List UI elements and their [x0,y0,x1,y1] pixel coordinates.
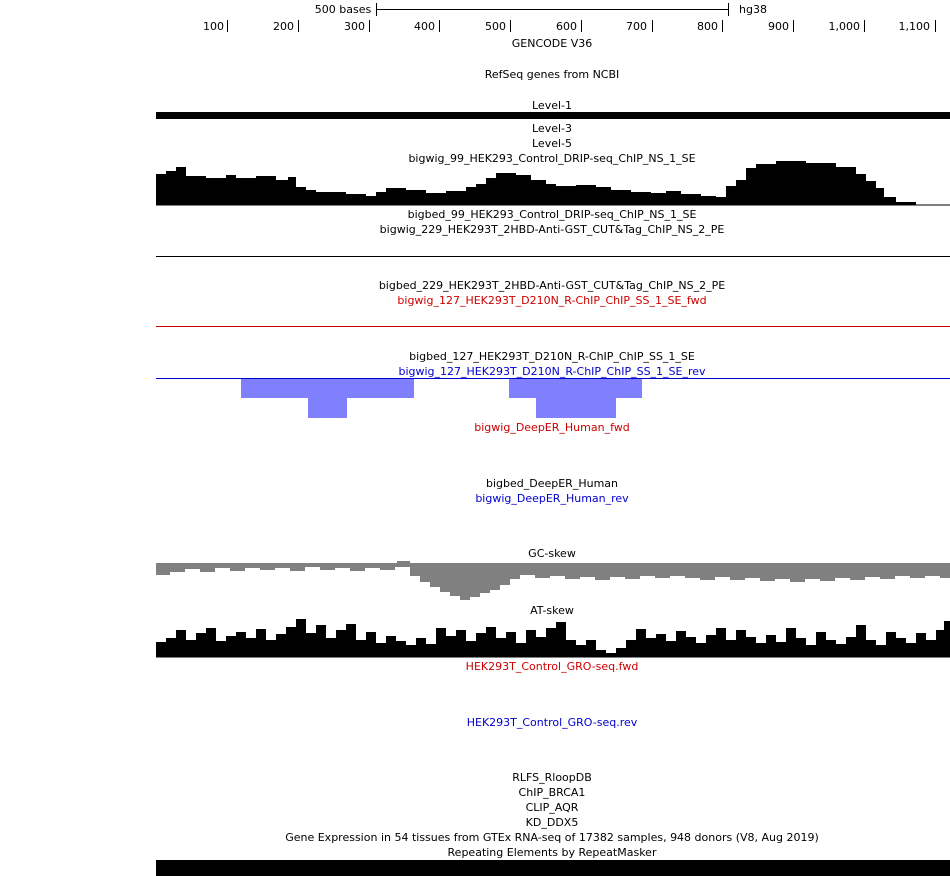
bigwig-127-rev-signal[interactable] [241,379,642,418]
track-label-at-skew[interactable]: AT-skew [530,604,574,617]
scale-bar-right-cap [728,3,729,16]
track-label-repeatmasker[interactable]: Repeating Elements by RepeatMasker [447,846,657,859]
assembly-label: hg38 [739,3,767,16]
ruler-tick-label: 500 [485,20,506,33]
ruler-tick-label: 900 [768,20,789,33]
bigwig-127-fwd-baseline [156,326,950,327]
ruler-tick-label: 1,100 [898,20,931,33]
ruler-tick-label: 100 [203,20,224,33]
ruler-tick-label: 200 [273,20,294,33]
ruler-tick [581,20,582,32]
ruler-tick-label: 300 [344,20,365,33]
ruler-tick-label: 1,000 [828,20,861,33]
track-label-deeper-bed[interactable]: bigbed_DeepER_Human [485,477,619,490]
ruler-tick [439,20,440,32]
track-label-bigwig-229[interactable]: bigwig_229_HEK293T_2HBD-Anti-GST_CUT&Tag… [379,223,725,236]
track-label-level1[interactable]: Level-1 [531,99,573,112]
track-label-chip-brca1[interactable]: ChIP_BRCA1 [518,786,586,799]
track-label-bigbed-99[interactable]: bigbed_99_HEK293_Control_DRIP-seq_ChIP_N… [407,208,697,221]
track-label-deeper-rev[interactable]: bigwig_DeepER_Human_rev [475,492,629,505]
track-label-bigwig-99[interactable]: bigwig_99_HEK293_Control_DRIP-seq_ChIP_N… [408,152,696,165]
ruler-tick [227,20,228,32]
track-label-bigwig-127-fwd[interactable]: bigwig_127_HEK293T_D210N_R-ChIP_ChIP_SS_… [397,294,707,307]
ruler-tick [369,20,370,32]
level1-feature-bar[interactable] [156,112,950,119]
ruler-tick [298,20,299,32]
scale-bar-label: 500 bases [314,3,372,16]
track-label-gencode[interactable]: GENCODE V36 [511,37,593,50]
track-label-bigwig-127-rev[interactable]: bigwig_127_HEK293T_D210N_R-ChIP_ChIP_SS_… [398,365,706,378]
track-label-deeper-fwd[interactable]: bigwig_DeepER_Human_fwd [474,421,630,434]
bigwig-99-signal[interactable] [156,161,916,205]
track-label-gro-fwd[interactable]: HEK293T_Control_GRO-seq.fwd [465,660,639,673]
track-label-level3[interactable]: Level-3 [531,122,573,135]
ruler-tick [722,20,723,32]
track-label-gc-skew[interactable]: GC-skew [528,547,576,560]
ruler-tick-label: 600 [556,20,577,33]
gc-skew-signal[interactable] [156,563,950,600]
repeatmasker-feature-bar[interactable] [156,860,950,876]
track-label-refseq[interactable]: RefSeq genes from NCBI [484,68,620,81]
track-label-gro-rev[interactable]: HEK293T_Control_GRO-seq.rev [466,716,638,729]
track-label-bigbed-229[interactable]: bigbed_229_HEK293T_2HBD-Anti-GST_CUT&Tag… [378,279,726,292]
ruler-tick [510,20,511,32]
ruler-tick-label: 700 [626,20,647,33]
scale-bar [376,9,728,10]
bigwig-229-baseline [156,256,950,257]
track-label-clip-aqr[interactable]: CLIP_AQR [525,801,579,814]
at-skew-signal[interactable] [156,619,950,657]
ruler-tick [652,20,653,32]
track-label-rlfs[interactable]: RLFS_RloopDB [512,771,592,784]
track-label-bigbed-127[interactable]: bigbed_127_HEK293T_D210N_R-ChIP_ChIP_SS_… [409,350,695,363]
ruler-tick [864,20,865,32]
ruler-tick [793,20,794,32]
track-label-level5[interactable]: Level-5 [531,137,573,150]
track-label-gtex[interactable]: Gene Expression in 54 tissues from GTEx … [285,831,819,844]
ruler-tick-label: 400 [414,20,435,33]
track-label-kd-ddx5[interactable]: KD_DDX5 [525,816,579,829]
ruler-tick-label: 800 [697,20,718,33]
ruler-tick [935,20,936,32]
scale-bar-left-cap [376,3,377,16]
